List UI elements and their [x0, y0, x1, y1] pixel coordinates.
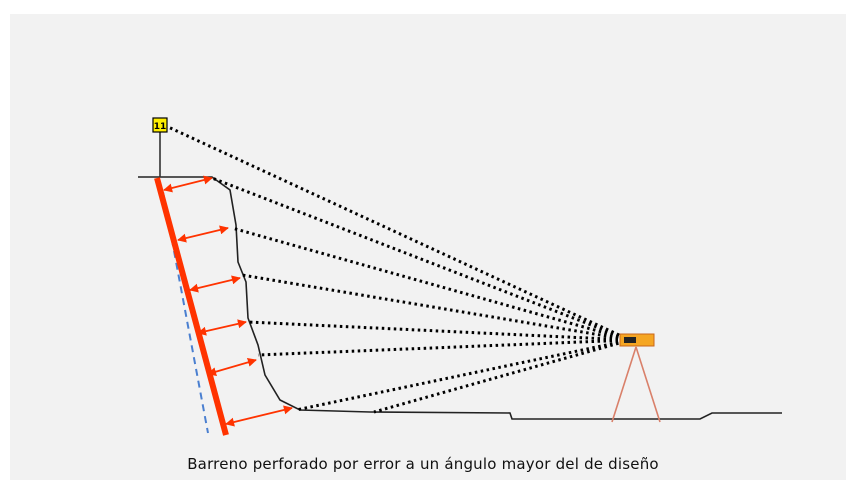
tripod: [611, 346, 661, 423]
offset-arrow: [197, 319, 247, 336]
ground-surface: [138, 176, 782, 420]
sight-line: [257, 338, 631, 357]
diagram-caption: Barreno perforado por error a un ángulo …: [187, 455, 659, 473]
tripod-leg: [611, 346, 637, 423]
offset-arrow: [177, 225, 229, 243]
prism-target-icon: 11: [152, 117, 168, 133]
offset-arrow: [225, 405, 293, 427]
sight-line: [373, 338, 631, 414]
offset-arrow: [207, 357, 257, 377]
sight-line: [295, 338, 631, 412]
offset-arrow: [189, 275, 241, 293]
sight-lines: [165, 124, 631, 414]
survey-instrument-icon: [619, 333, 655, 347]
sight-line: [211, 176, 631, 342]
sight-line: [165, 124, 631, 342]
offset-arrow: [163, 175, 213, 193]
offset-arrows: [163, 175, 293, 427]
sight-line: [247, 320, 631, 342]
actual-borehole: [154, 177, 229, 436]
marker-label: 11: [154, 122, 167, 132]
tripod-leg: [635, 346, 661, 423]
